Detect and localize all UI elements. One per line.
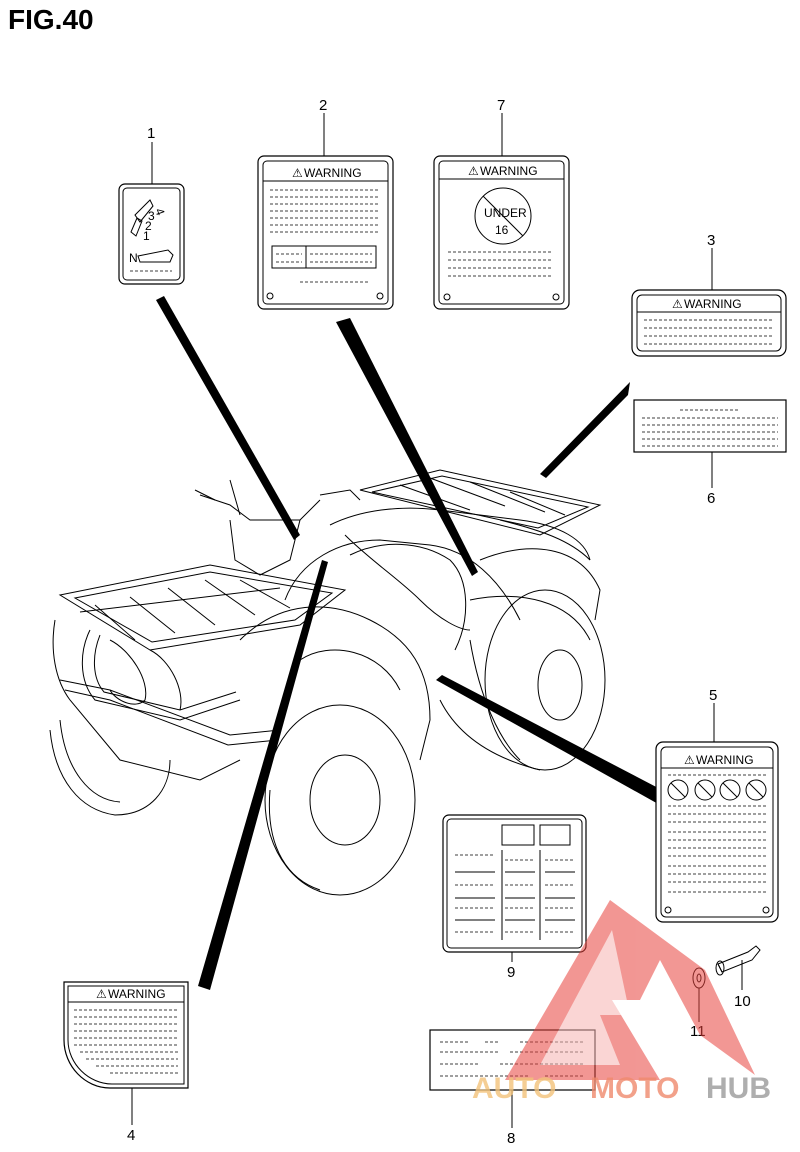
prohibition-circle bbox=[474, 187, 532, 245]
warning-icon: ⚠ bbox=[672, 297, 683, 311]
gear-mark-n: N bbox=[129, 251, 138, 265]
part-10-fastener bbox=[715, 945, 761, 976]
figure-title: FIG.40 bbox=[8, 4, 94, 35]
watermark-text-part3: HUB bbox=[706, 1072, 771, 1105]
leader-6 bbox=[540, 382, 630, 478]
warning-icon: ⚠ bbox=[684, 753, 695, 767]
gear-mark-4: 4 bbox=[152, 206, 168, 217]
warning-icon: ⚠ bbox=[292, 166, 303, 180]
callout-6: 6 bbox=[707, 490, 715, 507]
under16-line2: 16 bbox=[495, 223, 509, 237]
label-3-warning: ⚠ WARNING bbox=[631, 289, 787, 357]
label-5-warning: ⚠ WARNING bbox=[655, 741, 779, 923]
callout-3: 3 bbox=[707, 232, 715, 249]
watermark-text-part2: MOTO bbox=[590, 1072, 679, 1105]
leader-1 bbox=[156, 296, 300, 540]
pictogram-icon-3 bbox=[719, 779, 741, 801]
label-4-warning: ⚠ WARNING bbox=[63, 981, 189, 1089]
callout-8: 8 bbox=[507, 1130, 515, 1147]
pictogram-icon-4 bbox=[745, 779, 767, 801]
pictogram-icon-1 bbox=[667, 779, 689, 801]
gear-mark-1: 1 bbox=[143, 229, 150, 243]
callout-2: 2 bbox=[319, 97, 327, 114]
leader-4 bbox=[198, 560, 328, 990]
warning-title-4: WARNING bbox=[108, 987, 166, 1001]
atv-outline bbox=[49, 469, 606, 896]
leader-lines bbox=[156, 296, 662, 990]
watermark-triangle-icon bbox=[505, 900, 755, 1080]
label-2-warning: ⚠ WARNING bbox=[257, 155, 394, 310]
label-6-info-decal bbox=[633, 399, 787, 453]
warning-title-7: WARNING bbox=[480, 164, 538, 178]
callout-numbers: 1 2 3 4 5 6 7 8 9 10 11 bbox=[127, 97, 751, 1147]
leader-2 bbox=[336, 318, 478, 576]
label-1-shift-decal: 4 3 2 1 N bbox=[118, 183, 185, 285]
under16-line1: UNDER bbox=[484, 206, 527, 220]
gear-mark-2: 2 bbox=[145, 219, 152, 233]
warning-title-5: WARNING bbox=[696, 753, 754, 767]
watermark-logo bbox=[505, 900, 755, 1080]
callout-1: 1 bbox=[147, 125, 155, 142]
watermark-text-part1: AUTO bbox=[472, 1072, 556, 1105]
leader-5 bbox=[436, 675, 662, 805]
watermark-text: AUTO MOTO HUB bbox=[472, 1072, 771, 1105]
label-9-spec-chart bbox=[442, 814, 587, 953]
warning-icon: ⚠ bbox=[468, 164, 479, 178]
pictogram-icon-2 bbox=[694, 779, 716, 801]
gear-mark-3: 3 bbox=[148, 209, 155, 223]
callout-4: 4 bbox=[127, 1127, 135, 1144]
warning-icon: ⚠ bbox=[96, 987, 107, 1001]
callout-10: 10 bbox=[734, 993, 751, 1010]
warning-title-2: WARNING bbox=[304, 166, 362, 180]
warning-title-3: WARNING bbox=[684, 297, 742, 311]
callout-9: 9 bbox=[507, 964, 515, 981]
callout-5: 5 bbox=[709, 687, 717, 704]
callout-7: 7 bbox=[497, 97, 505, 114]
label-7-under-16-warning: ⚠ WARNING UNDER 16 bbox=[433, 155, 570, 310]
